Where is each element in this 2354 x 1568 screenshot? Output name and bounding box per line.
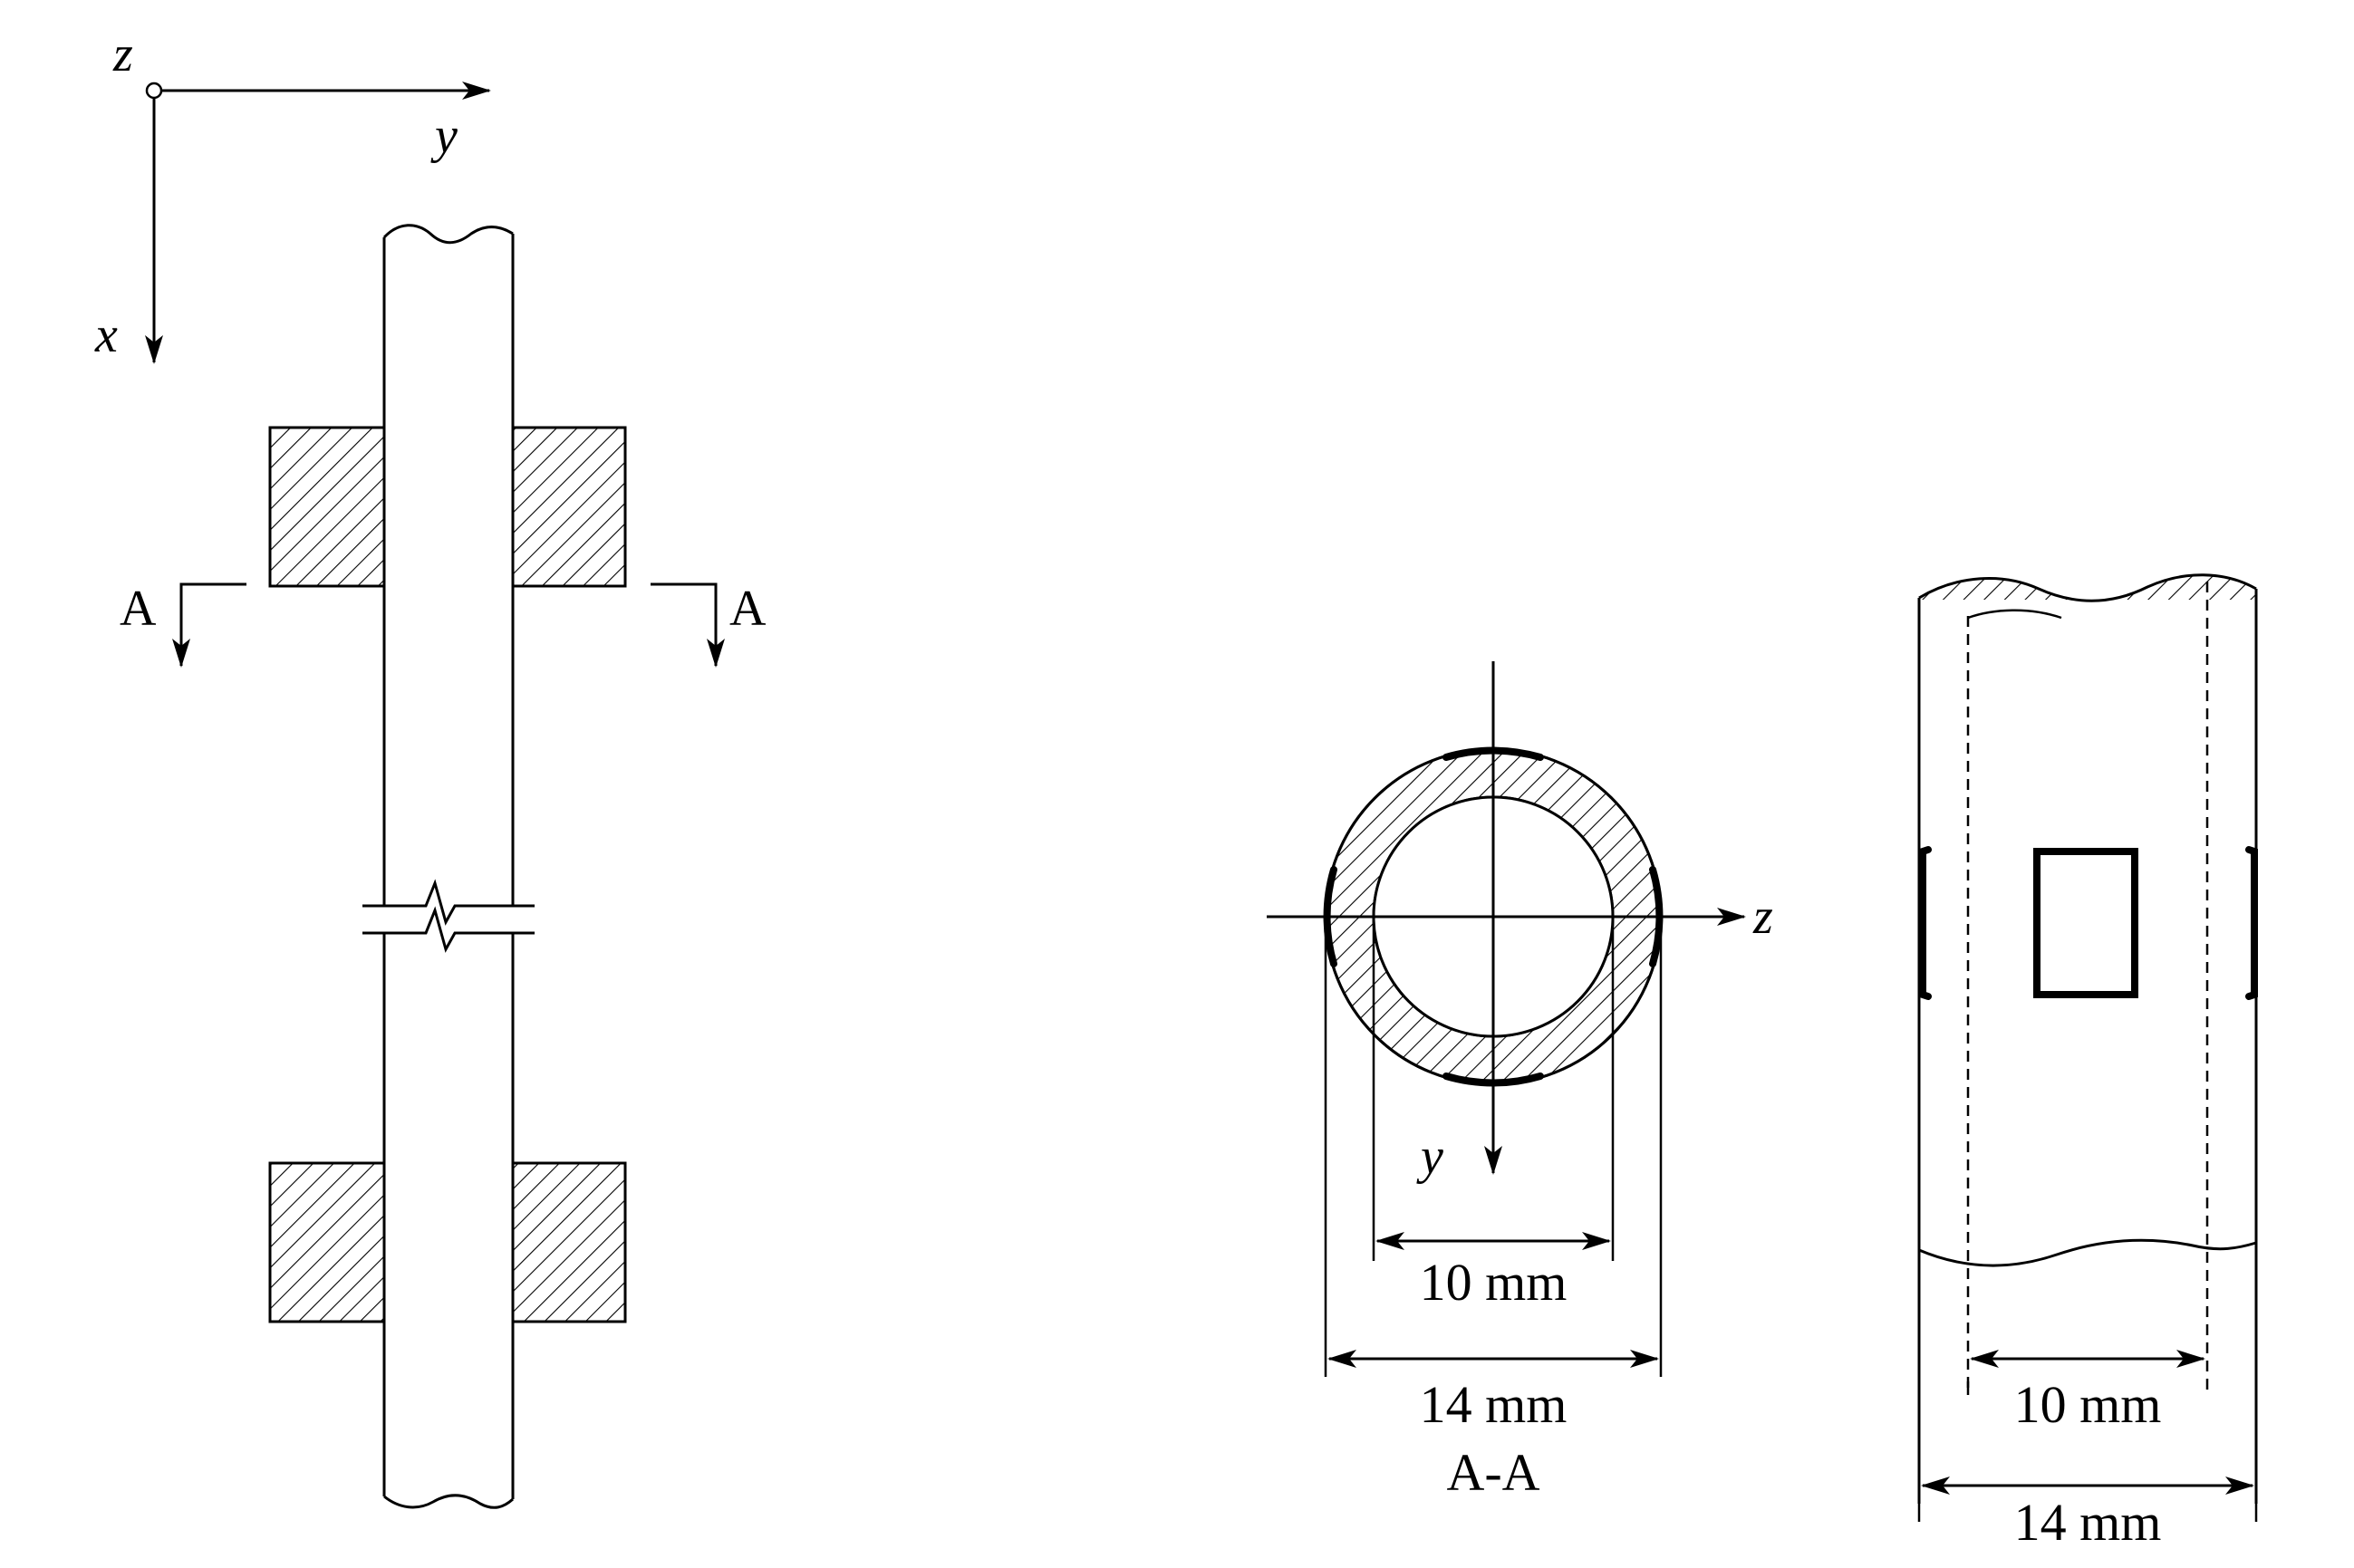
right-section-label: A (729, 581, 767, 637)
tube-bottom-break (1918, 1238, 2257, 1267)
left-section-label: A (120, 581, 157, 637)
tube-side-view: 10 mm 14 mm (1917, 573, 2258, 1552)
left-coordinate-axes: z y x (94, 26, 491, 364)
y-axis-label: y (430, 108, 458, 164)
z-axis-label: z (112, 26, 133, 82)
left-section-marker (172, 582, 246, 668)
rod-assembly (268, 224, 627, 1509)
cross-section-view: z y 10 mm 14 mm A-A (1267, 661, 1773, 1502)
side-gauge-right (2245, 846, 2258, 1000)
rod-middle-break-symbol (362, 879, 535, 953)
side-gauge-left (1919, 846, 1932, 1000)
side-gauge-front (2033, 848, 2138, 998)
rod-top-break (382, 224, 514, 245)
inner-diameter-label: 10 mm (1420, 1253, 1568, 1312)
upper-left-clamp-block (268, 426, 386, 588)
lower-right-clamp-block (511, 1161, 627, 1323)
x-axis-label: x (94, 307, 118, 363)
z-axis-origin-icon (145, 82, 163, 100)
cross-section-z-label: z (1752, 889, 1773, 945)
tube-top-break (1918, 573, 2257, 602)
section-title: A-A (1446, 1443, 1539, 1502)
cross-section-y-label: y (1416, 1129, 1443, 1185)
upper-right-clamp-block (511, 426, 627, 588)
lower-left-clamp-block (268, 1161, 386, 1323)
side-outer-dimension-label: 14 mm (2014, 1493, 2162, 1552)
rod-bottom-break (383, 1494, 515, 1509)
outer-diameter-label: 14 mm (1420, 1375, 1568, 1434)
tube-top-break-hatched (1919, 574, 2256, 601)
side-inner-dimension-label: 10 mm (2014, 1375, 2162, 1434)
section-cut-markers: A A (120, 581, 767, 668)
right-section-marker (651, 582, 725, 668)
